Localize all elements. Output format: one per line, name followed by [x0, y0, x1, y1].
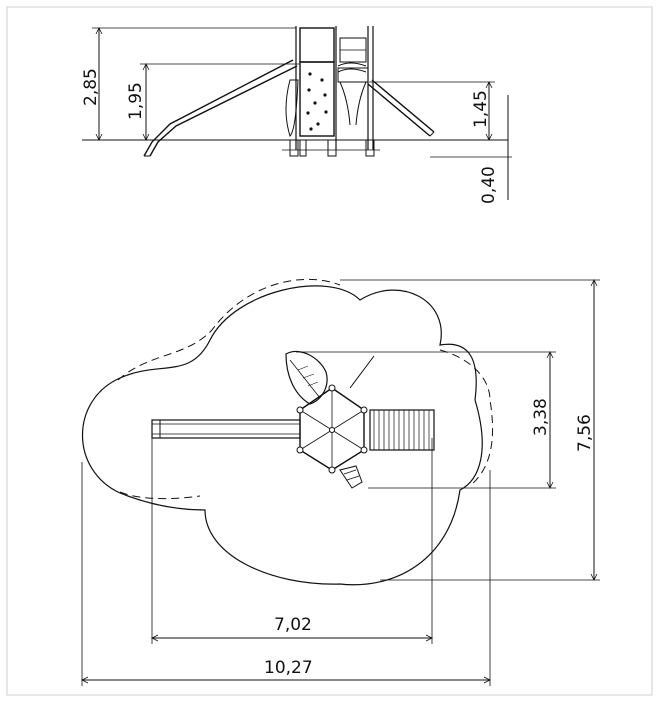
footings	[282, 139, 380, 157]
dimension-10-27: 10,27	[81, 462, 491, 686]
safety-area-outline	[81, 285, 483, 586]
dim-label-2-85: 2,85	[81, 68, 101, 106]
leaf-canopy	[285, 350, 328, 405]
dimension-2-85: 2,85	[81, 27, 296, 141]
frame-border	[6, 6, 653, 696]
slide-plan	[151, 419, 301, 439]
dimension-0-40: 0,40	[430, 95, 512, 204]
impact-area-dashed	[117, 278, 494, 500]
dimension-7-02: 7,02	[151, 438, 433, 644]
dim-label-7-02: 7,02	[274, 615, 312, 635]
dimension-7-56: 7,56	[340, 279, 600, 581]
dim-label-1-45: 1,45	[471, 90, 491, 128]
rope-line	[349, 355, 375, 389]
dimension-3-38: 3,38	[296, 351, 556, 489]
dim-label-10-27: 10,27	[264, 658, 313, 678]
dim-label-0-40: 0,40	[479, 166, 499, 204]
access-ladder	[339, 465, 363, 489]
dim-label-7-56: 7,56	[575, 414, 595, 452]
dimension-1-45: 1,45	[369, 81, 495, 141]
slide-right	[367, 79, 435, 137]
slide-left	[143, 59, 298, 157]
plan-view: 3,38 7,56 7,02 10,27	[81, 278, 600, 686]
climbing-wall	[299, 61, 335, 137]
tower-frame	[285, 26, 374, 150]
crawl-tunnel	[369, 409, 435, 451]
hexagon-roof	[296, 384, 368, 474]
dimension-1-95: 1,95	[126, 63, 300, 141]
dim-label-1-95: 1,95	[126, 82, 146, 120]
dim-label-3-38: 3,38	[531, 398, 551, 436]
side-elevation: 2,85 1,95 1,45 0,40	[81, 26, 512, 204]
